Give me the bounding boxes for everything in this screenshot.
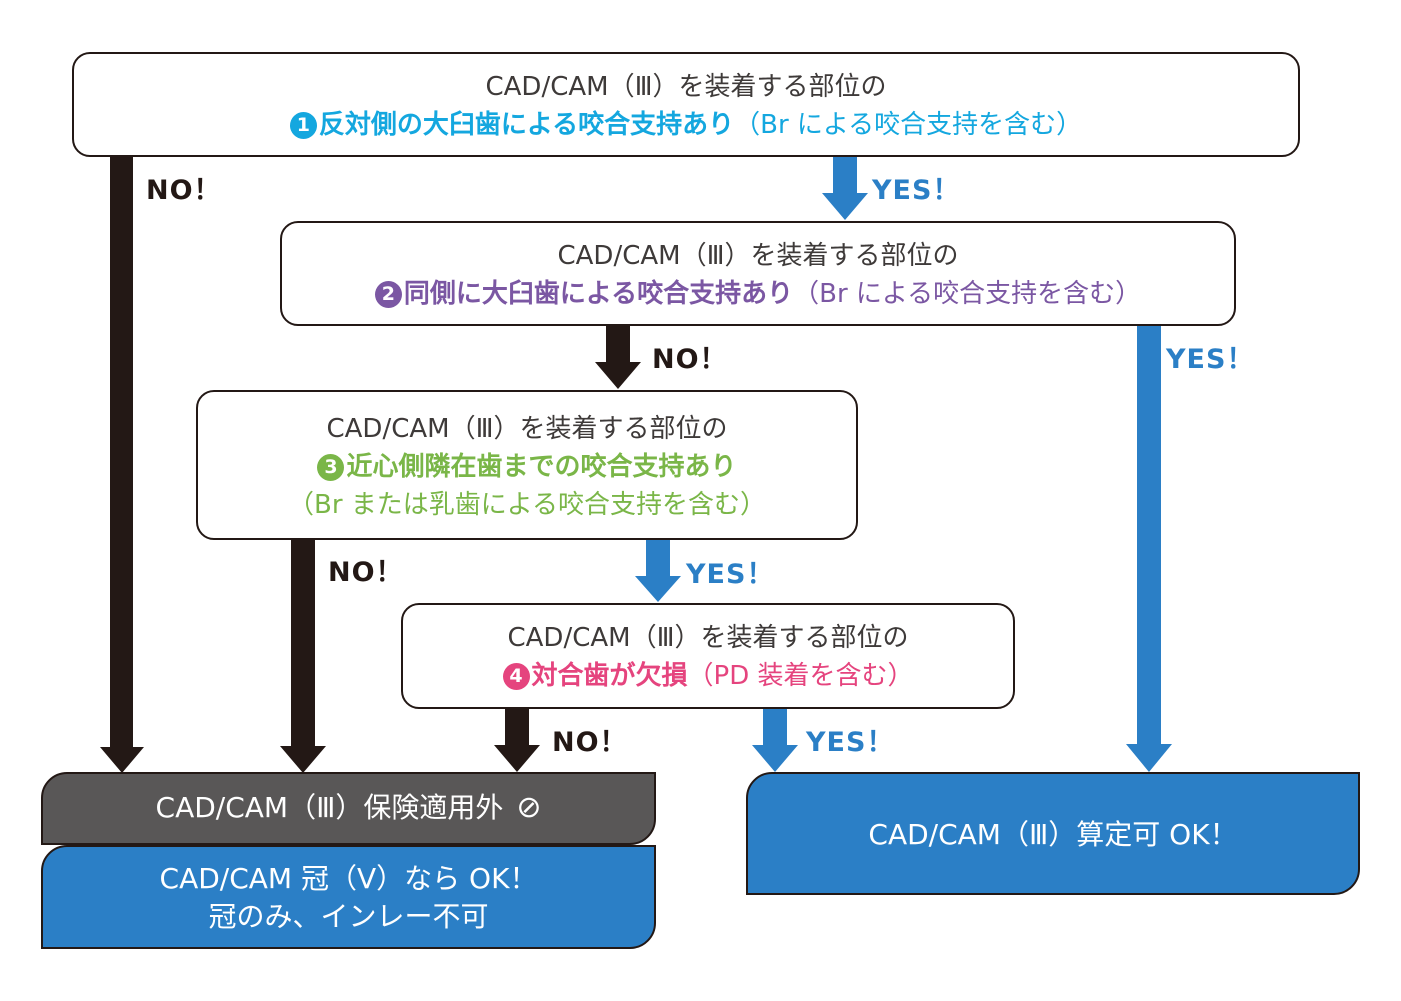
number-badge-2: 2 [374, 281, 402, 308]
result-alternative: CAD/CAM 冠（Ⅴ）なら OK！ 冠のみ、インレー不可 [41, 845, 656, 949]
question-1-condition: 反対側の大臼歯による咬合支持あり [318, 110, 735, 140]
q4-no-label: NO！ [552, 727, 628, 758]
question-2-condition: 同側に大臼歯による咬合支持あり [403, 279, 794, 309]
alternative-line2: 冠のみ、インレー不可 [208, 900, 489, 933]
not-covered-text: CAD/CAM（Ⅲ）保険適用外 ⊘ [43, 789, 654, 827]
question-3-note: （Br または乳歯による咬合支持を含む） [287, 490, 766, 520]
q2-no-arrow [595, 324, 641, 390]
q1-yes-arrow [822, 155, 868, 221]
question-2-line1: CAD/CAM（Ⅲ）を装着する部位の [557, 241, 959, 271]
q3-no-label: NO！ [328, 557, 404, 588]
question-4-line1: CAD/CAM（Ⅲ）を装着する部位の [507, 623, 909, 653]
q3-yes-label: YES！ [686, 559, 775, 590]
question-3-line1: CAD/CAM（Ⅲ）を装着する部位の [326, 414, 728, 444]
q1-yes-label: YES！ [872, 175, 961, 206]
q4-yes-arrow [752, 707, 798, 773]
q1-no-arrow [100, 155, 144, 775]
q4-yes-label: YES！ [806, 727, 895, 758]
question-3-condition: 近心側隣在歯までの咬合支持あり [346, 452, 737, 482]
result-not-covered: CAD/CAM（Ⅲ）保険適用外 ⊘ [41, 772, 656, 845]
question-1-line1: CAD/CAM（Ⅲ）を装着する部位の [485, 72, 887, 102]
not-covered-label: CAD/CAM（Ⅲ）保険適用外 [155, 791, 504, 824]
q1-no-label: NO！ [146, 175, 222, 206]
number-badge-1: 1 [289, 112, 317, 139]
prohibited-icon: ⊘ [516, 790, 542, 825]
number-badge-3: 3 [317, 454, 345, 481]
alternative-line1: CAD/CAM 冠（Ⅴ）なら OK！ [159, 862, 538, 895]
question-4-condition: 対合歯が欠損 [531, 661, 688, 691]
question-4-note: （PD 装着を含む） [687, 661, 914, 691]
number-badge-4: 4 [502, 663, 530, 690]
q2-yes-label: YES！ [1166, 344, 1255, 375]
result-approved: CAD/CAM（Ⅲ）算定可 OK！ [746, 772, 1360, 895]
q3-no-arrow [280, 538, 326, 774]
question-2-note: （Br による咬合支持を含む） [793, 279, 1142, 309]
question-1-note: （Br による咬合支持を含む） [734, 110, 1083, 140]
q4-no-arrow [494, 707, 540, 773]
approved-text: CAD/CAM（Ⅲ）算定可 OK！ [868, 818, 1238, 851]
q2-no-label: NO！ [652, 344, 728, 375]
q2-yes-arrow [1126, 324, 1172, 774]
q3-yes-arrow [635, 538, 681, 604]
